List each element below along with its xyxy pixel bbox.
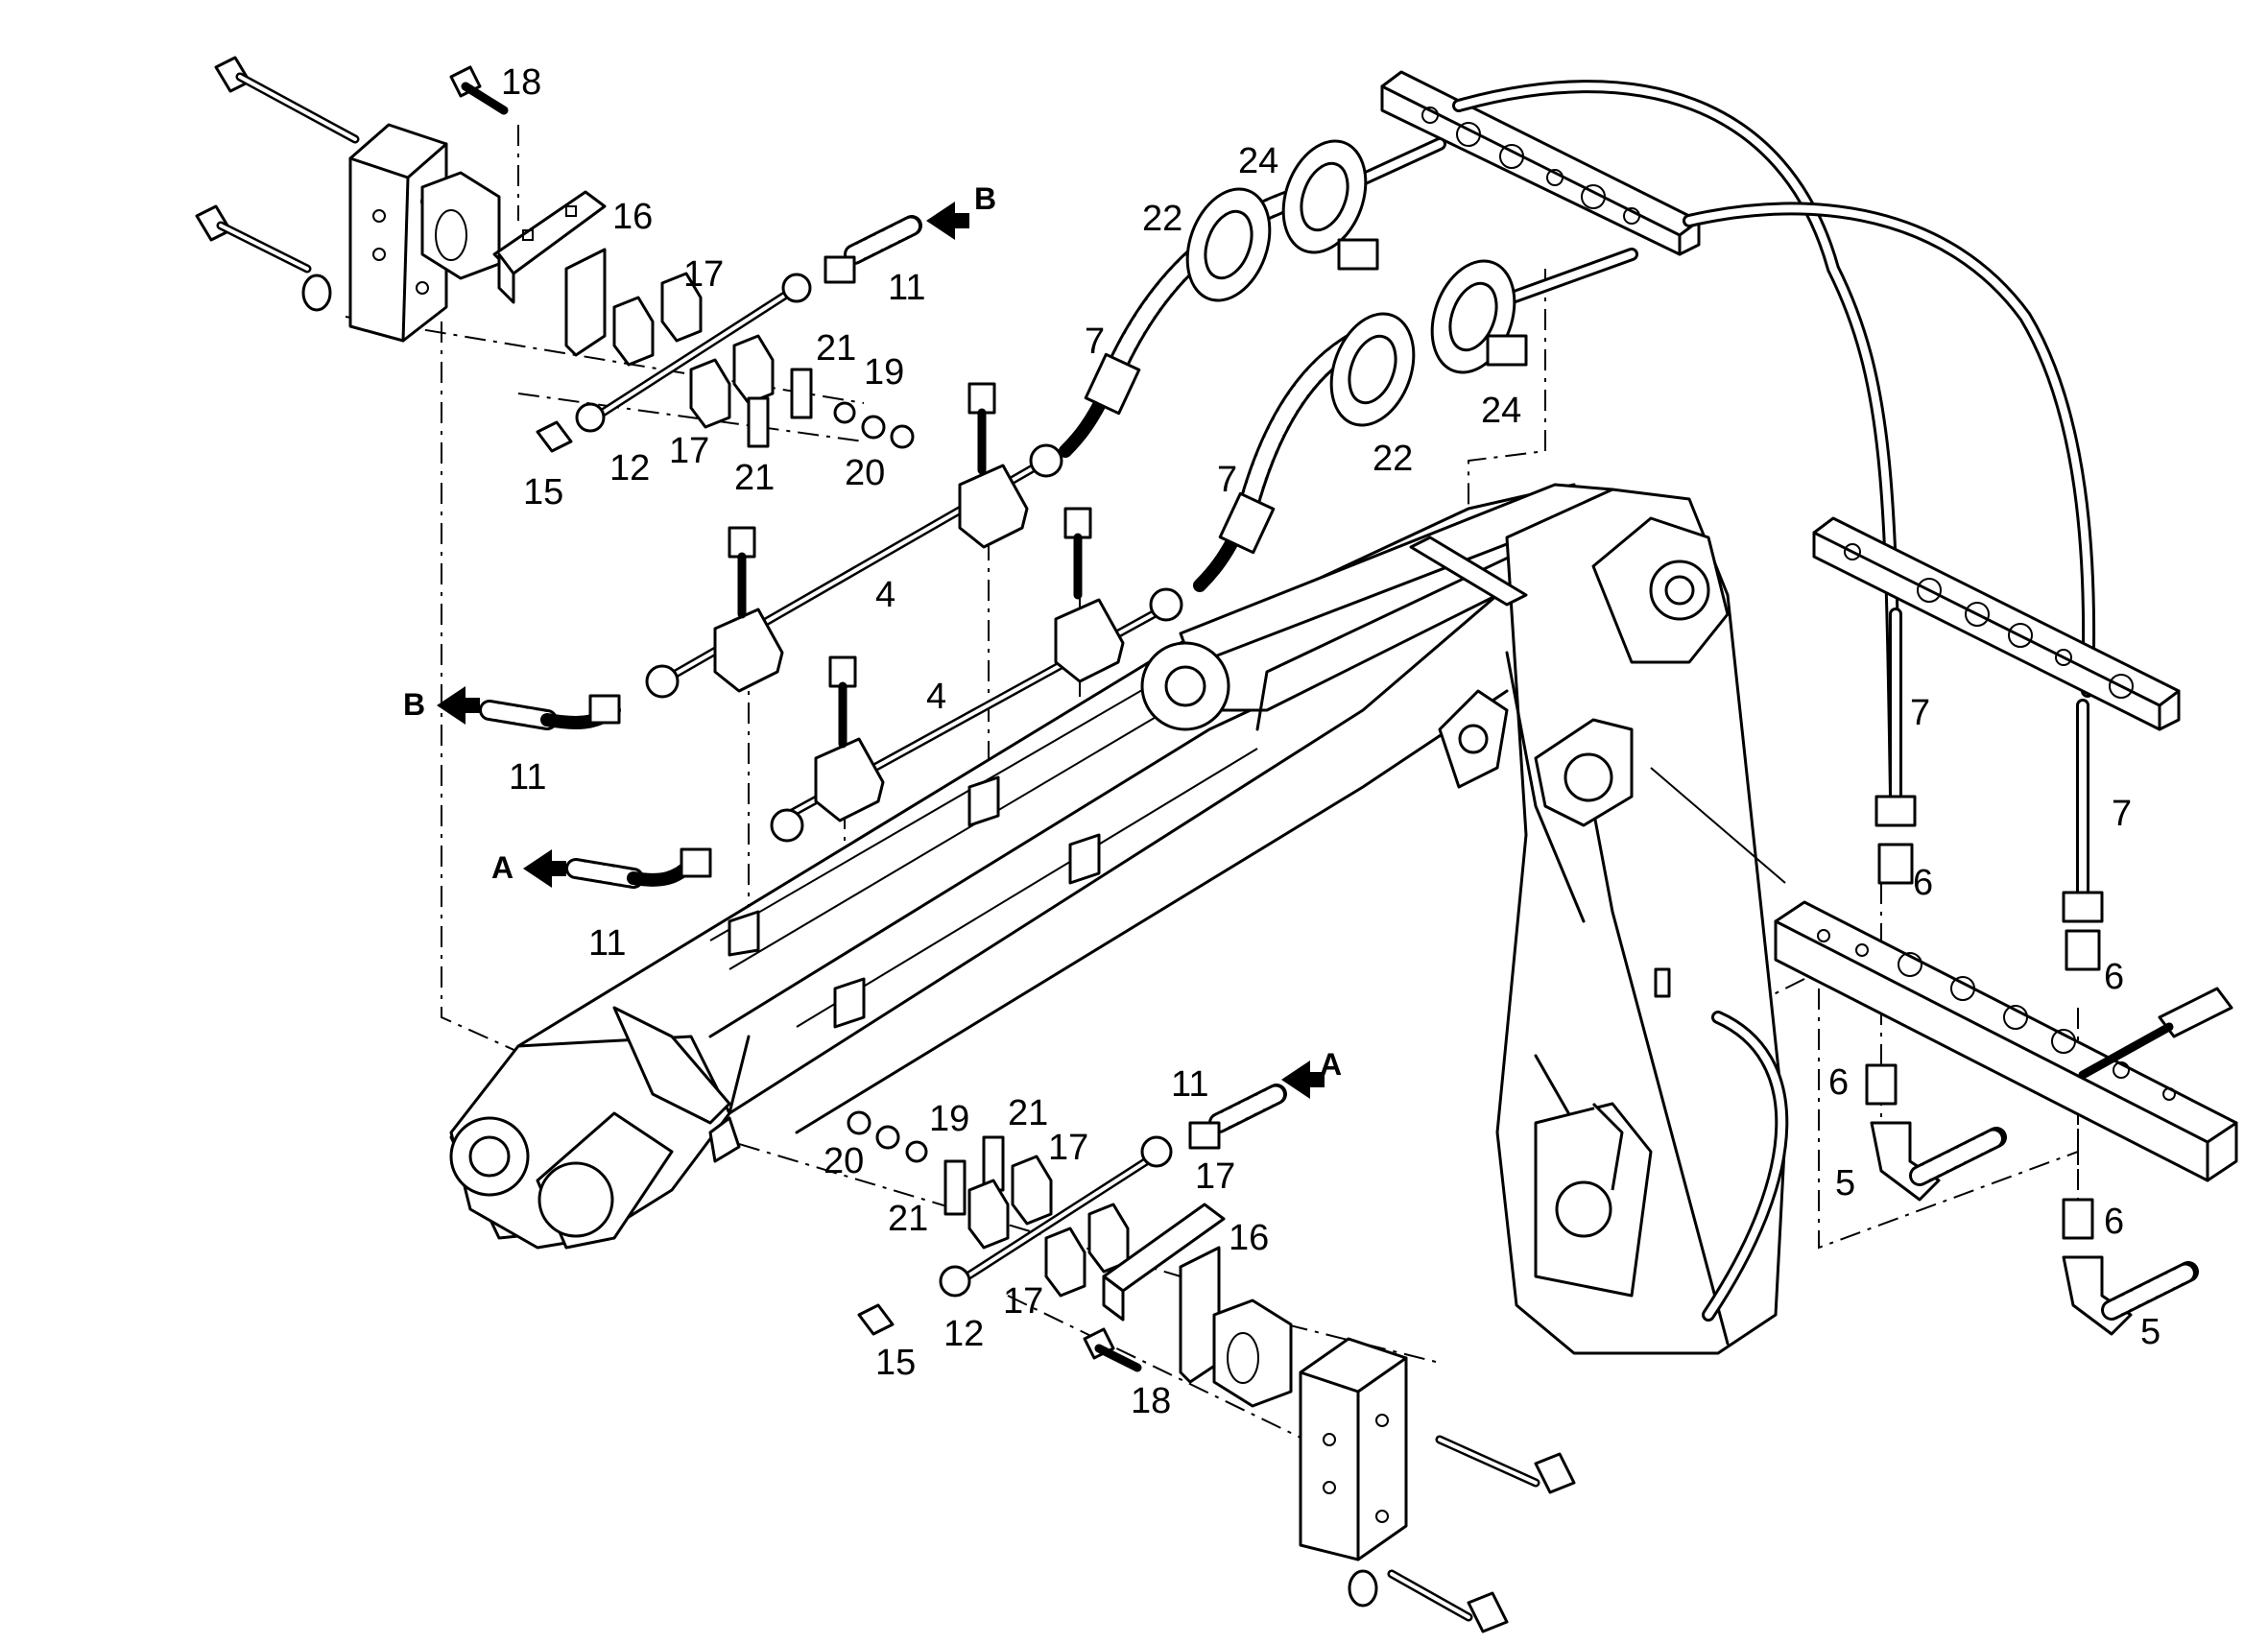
part-label-7-right-a: 7 bbox=[1910, 693, 1930, 733]
part-label-12-bottom: 12 bbox=[943, 1314, 984, 1354]
part-label-16-bottom: 16 bbox=[1229, 1218, 1269, 1258]
part-label-5-b: 5 bbox=[2140, 1312, 2161, 1352]
part-label-22-top: 22 bbox=[1142, 199, 1182, 239]
top-left-plate-assembly bbox=[195, 56, 922, 453]
part-label-7-a: 7 bbox=[1085, 322, 1105, 362]
part-label-20-bottom: 20 bbox=[824, 1141, 864, 1181]
part-label-17-bottom-b: 17 bbox=[1195, 1156, 1235, 1197]
part-label-17-top-a: 17 bbox=[683, 254, 724, 295]
part-label-6-d: 6 bbox=[2104, 1202, 2124, 1242]
part-label-4-b: 4 bbox=[926, 677, 946, 717]
right-hose-rail bbox=[1812, 516, 2181, 971]
part-label-15-bottom: 15 bbox=[875, 1343, 916, 1383]
part-label-11-left-a: 11 bbox=[588, 923, 626, 964]
part-label-6-b: 6 bbox=[2104, 957, 2124, 997]
part-label-12-top: 12 bbox=[609, 448, 650, 488]
part-label-7-b: 7 bbox=[1217, 460, 1237, 500]
hoses-11-left bbox=[479, 694, 712, 889]
part-label-22-mid: 22 bbox=[1373, 439, 1413, 479]
flow-marker-b-top: B bbox=[974, 181, 996, 216]
part-label-18-top: 18 bbox=[501, 62, 541, 103]
part-labels: 18 16 17 11 21 19 17 21 20 15 12 24 22 7… bbox=[501, 62, 2161, 1421]
part-label-19-bottom: 19 bbox=[929, 1099, 969, 1139]
flow-marker-a-left: A bbox=[491, 850, 513, 885]
boom-structure bbox=[449, 483, 1789, 1355]
part-label-15-top: 15 bbox=[523, 472, 563, 512]
part-label-21-bottom-b: 21 bbox=[888, 1199, 928, 1239]
arrow-icon bbox=[523, 849, 566, 888]
part-label-17-top-b: 17 bbox=[669, 431, 709, 471]
part-label-21-bottom-a: 21 bbox=[1008, 1093, 1048, 1133]
part-label-6-a: 6 bbox=[1913, 863, 1933, 903]
part-label-11-left-b: 11 bbox=[509, 757, 546, 798]
part-label-17-bottom-a: 17 bbox=[1048, 1128, 1088, 1168]
part-label-20-top: 20 bbox=[845, 453, 885, 493]
part-label-11-top: 11 bbox=[888, 268, 925, 308]
braided-hoses bbox=[1059, 139, 1528, 592]
part-label-21-top-a: 21 bbox=[816, 328, 856, 369]
bottom-plate-assembly bbox=[847, 1084, 1576, 1633]
part-label-4-a: 4 bbox=[875, 575, 895, 615]
flow-marker-a-bottom: A bbox=[1320, 1047, 1342, 1082]
part-label-17-bottom-c: 17 bbox=[1003, 1281, 1043, 1322]
part-label-16-top: 16 bbox=[612, 197, 653, 237]
tubes-and-clamps bbox=[645, 382, 1183, 1029]
part-label-5-a: 5 bbox=[1835, 1163, 1855, 1203]
manifold-block bbox=[1774, 900, 2238, 1336]
flow-arrows: B B A A bbox=[403, 181, 1342, 1099]
part-label-7-right-b: 7 bbox=[2112, 794, 2132, 834]
part-label-24-mid: 24 bbox=[1481, 391, 1521, 431]
part-label-6-c: 6 bbox=[1828, 1062, 1849, 1103]
arrow-icon bbox=[1281, 1060, 1325, 1099]
arrow-icon bbox=[437, 686, 480, 725]
arrow-icon bbox=[926, 202, 969, 240]
flow-marker-b-left: B bbox=[403, 687, 425, 722]
part-label-18-bottom: 18 bbox=[1131, 1381, 1171, 1421]
part-label-24-top: 24 bbox=[1238, 141, 1278, 181]
part-label-11-bottom: 11 bbox=[1171, 1064, 1208, 1105]
part-label-19-top: 19 bbox=[864, 352, 904, 393]
part-label-21-top-b: 21 bbox=[734, 458, 775, 498]
